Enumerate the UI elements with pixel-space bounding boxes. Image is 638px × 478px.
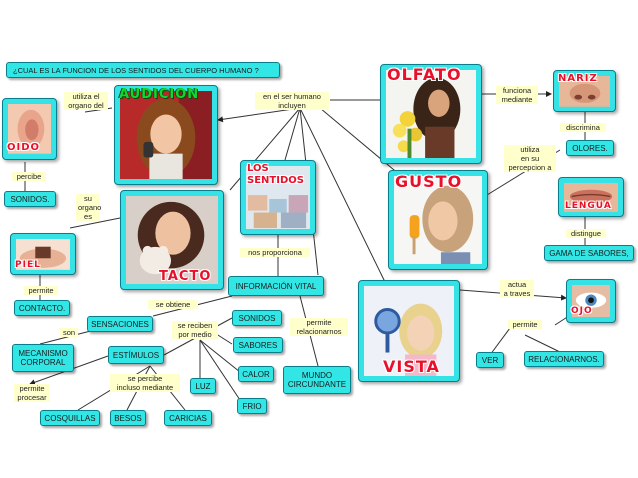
label-distingue: distingue [566,229,606,238]
label-permite-ojo: permite [508,320,542,329]
sentidos-card[interactable]: LOS SENTIDOS [240,160,316,235]
sensaciones-node[interactable]: SENSACIONES [87,316,153,332]
olfato-card[interactable]: OLFATO [380,64,482,164]
gusto-title: GUSTO [395,172,463,191]
olfato-title: OLFATO [387,65,462,84]
gama-sabores-node[interactable]: GAMA DE SABORES, [544,245,634,261]
caricias-node[interactable]: CARICIAS [164,410,212,426]
ojo-title: OJO [571,306,593,316]
main-question-node[interactable]: ¿CUAL ES LA FUNCION DE LOS SENTIDOS DEL … [6,62,280,78]
lips-image [564,183,618,212]
besos-node[interactable]: BESOS [110,410,146,426]
mecanismo-corporal-node[interactable]: MECANISMO CORPORAL [12,344,74,372]
oido-card[interactable]: OIDO [2,98,57,160]
label-percibe: percibe [12,172,46,181]
piel-title: PIEL [15,260,41,270]
label-utiliza-percepcion: utiliza en su percepcion a [504,145,556,172]
nose-image [559,76,610,107]
tacto-card[interactable]: TACTO [120,190,224,290]
label-permite-piel: permite [24,286,58,295]
mundo-circundante-node[interactable]: MUNDO CIRCUNDANTE [283,366,351,394]
ver-node[interactable]: VER [476,352,504,368]
informacion-vital-node[interactable]: INFORMACIÓN VITAL [228,276,324,296]
label-permite-procesar: permite procesar [14,384,50,402]
cosquillas-node[interactable]: COSQUILLAS [40,410,100,426]
label-en-el-ser-humano: en el ser humano incluyen [255,92,329,110]
sentidos-title: LOS SENTIDOS [247,163,304,186]
label-utiliza-organo: utiliza el organo del [64,92,108,110]
audicion-card[interactable]: AUDICION [114,85,218,185]
girl-teddy-image [126,196,218,285]
hands-image [16,239,70,270]
estimulos-node[interactable]: ESTÍMULOS [108,346,164,364]
label-se-percibe: se percibe incluso mediante [110,374,180,392]
piel-card[interactable]: PIEL [10,233,76,275]
eye-image [572,285,610,318]
frio-node[interactable]: FRIO [237,398,267,414]
girl-magnifier-image [364,286,454,376]
sabores-node[interactable]: SABORES [233,337,283,353]
sonidos-node[interactable]: SONIDOS [232,310,282,326]
senses-collage-image [246,166,310,230]
contacto-node[interactable]: CONTACTO. [14,300,70,316]
luz-node[interactable]: LUZ [190,378,216,394]
label-discrimina: discrimina [560,123,606,132]
audicion-title: AUDICION [119,87,200,102]
relacionarnos-node[interactable]: RELACIONARNOS. [524,351,604,367]
girl-flowers-image [386,70,476,159]
label-se-reciben: se reciben por medio [172,321,218,339]
nariz-card[interactable]: NARIZ [553,70,616,112]
tacto-title: TACTO [159,269,212,284]
label-actua-a-traves: actua a traves [500,280,534,298]
ear-image [8,104,51,154]
lengua-card[interactable]: LENGUA [558,177,624,217]
label-son: son [60,328,78,337]
sonidos-top-node[interactable]: SONIDOS. [4,191,56,207]
calor-node[interactable]: CALOR [238,366,274,382]
nariz-title: NARIZ [558,73,598,84]
lengua-title: LENGUA [565,201,612,211]
girl-phone-image [120,91,212,180]
label-su-organo-es: su organo es [76,194,102,221]
label-nos-proporciona: nos proporciona [240,248,310,257]
label-se-obtiene: se obtiene [148,300,198,309]
label-permite-relacionarnos: permite relacionarnos [290,318,348,336]
label-funciona-mediante: funciona mediante [496,86,538,104]
vista-card[interactable]: VISTA [358,280,460,382]
girl-icecream-image [394,176,482,264]
ojo-card[interactable]: OJO [566,279,616,323]
gusto-card[interactable]: GUSTO [388,170,488,270]
olores-node[interactable]: OLORES. [566,140,614,156]
vista-title: VISTA [383,357,440,376]
oido-title: OIDO [7,142,41,153]
